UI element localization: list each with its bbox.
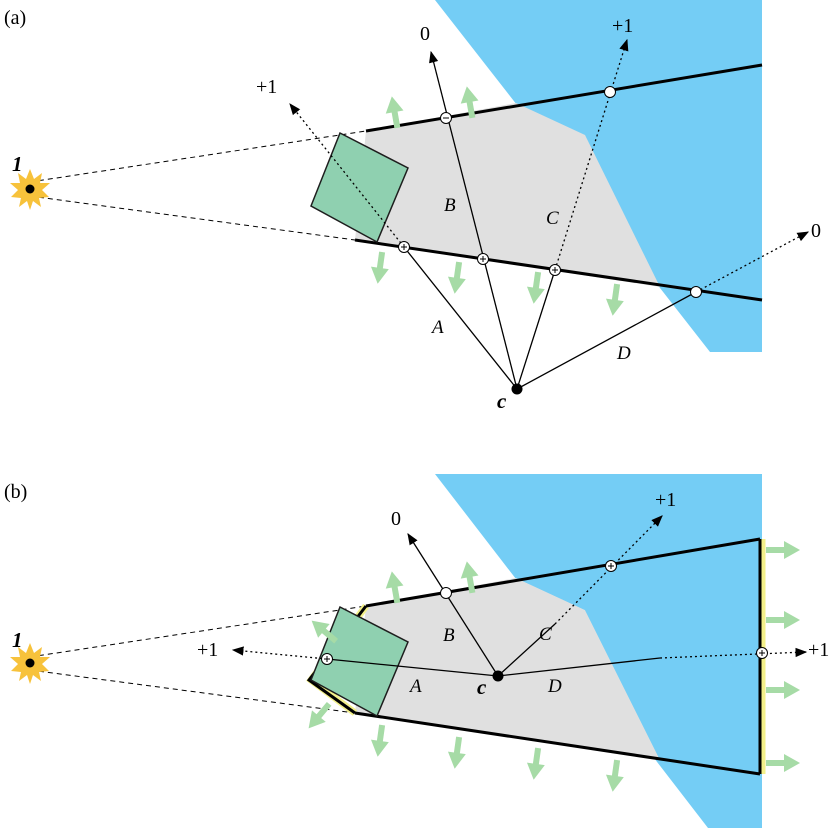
- ray-d-dotted: [659, 647, 808, 659]
- shadow-edge-top: [365, 63, 763, 133]
- light-ray-upper: [29, 605, 367, 658]
- ray-value-c: +1: [655, 489, 676, 511]
- light-source-icon: [10, 169, 50, 210]
- camera-point: [511, 383, 523, 395]
- camera-label: c: [477, 675, 487, 699]
- light-ray-upper: [29, 130, 367, 183]
- segment-label-c: C: [539, 624, 552, 645]
- panel-label: (b): [4, 481, 27, 503]
- ray-d-solid: [497, 657, 661, 677]
- ray-b: [407, 533, 499, 677]
- intersection-markers: [398, 86, 702, 298]
- ray-value-a: +1: [197, 639, 218, 661]
- ray-a-dotted: [289, 103, 405, 248]
- segment-label-d: D: [547, 676, 562, 697]
- ray-value-b: 0: [420, 23, 430, 45]
- normal-arrows-down: [370, 251, 624, 316]
- ray-c-solid: [516, 269, 556, 390]
- panel-a: (a): [4, 0, 821, 413]
- ray-c-solid: [497, 623, 556, 677]
- ray-value-b: 0: [391, 508, 401, 530]
- segment-label-c: C: [546, 208, 559, 229]
- normal-arrows-up: [385, 86, 479, 129]
- light-source-icon: [10, 643, 50, 684]
- ray-a-dotted: [231, 646, 328, 660]
- camera-label: c: [497, 389, 507, 413]
- segment-label-d: D: [616, 343, 631, 364]
- shadow-volume-right: [516, 539, 760, 774]
- shadow-volume: [355, 578, 660, 760]
- panel-b: (b): [4, 474, 829, 828]
- shadow-volume: [355, 103, 660, 287]
- panel-label: (a): [4, 7, 26, 29]
- camera-point: [492, 670, 504, 682]
- occluder: [310, 605, 409, 718]
- ray-a-solid: [326, 658, 499, 677]
- ray-value-d: 0: [811, 220, 821, 242]
- light-ray-lower: [29, 669, 356, 714]
- ray-value-a: +1: [256, 76, 277, 98]
- ray-d-solid: [516, 291, 697, 390]
- ray-c-dotted: [554, 38, 629, 271]
- segment-label-a: A: [430, 317, 444, 338]
- segment-label-a: A: [408, 676, 422, 697]
- normal-arrows: [308, 541, 800, 792]
- light-ray-lower: [29, 195, 356, 241]
- ray-a-solid: [403, 246, 518, 390]
- ray-b: [429, 50, 518, 390]
- light-label: 1: [12, 628, 23, 652]
- segment-label-b: B: [443, 625, 455, 646]
- intersection-markers: [321, 560, 768, 665]
- light-label: 1: [12, 152, 23, 176]
- shadow-edge-bottom: [354, 711, 761, 776]
- shadow-edge-top: [365, 537, 761, 608]
- ray-value-c: +1: [612, 15, 633, 37]
- ray-value-d: +1: [808, 639, 829, 661]
- ray-d-dotted: [695, 231, 810, 293]
- segment-label-b: B: [444, 195, 456, 216]
